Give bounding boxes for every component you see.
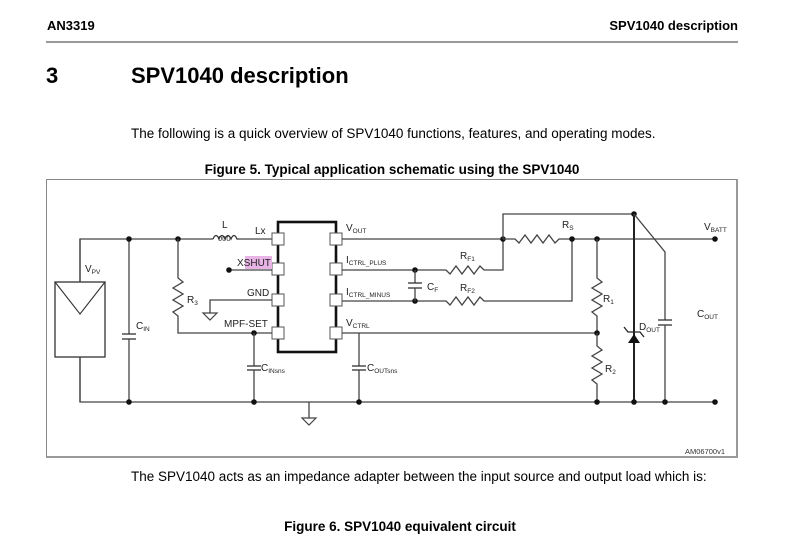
cinsns-capacitor-icon [247, 330, 261, 405]
cf-label: CF [427, 282, 438, 294]
cin-label: CIN [136, 321, 150, 333]
cinsns-label: CINsns [261, 363, 286, 375]
spv1040-ic-body [276, 220, 338, 354]
pin-vout-label: VOUT [346, 223, 366, 235]
rf2-label: RF2 [460, 283, 475, 295]
body-paragraph: The SPV1040 acts as an impedance adapter… [131, 469, 707, 484]
rf1-label: RF1 [460, 251, 475, 263]
r3-resistor-icon [171, 236, 254, 334]
ic-left-pins [271, 232, 285, 340]
rf1-resistor-icon [342, 239, 504, 276]
inductor-label: L [222, 220, 228, 231]
r2-label: R2 [605, 364, 616, 376]
xshut-highlight [245, 256, 272, 269]
rs-resistor-icon [500, 233, 718, 245]
pin-xshut-label: XSHUT [237, 258, 271, 269]
cout-label: COUT [697, 309, 718, 321]
ground-symbol-icon [201, 299, 272, 321]
rs-label: RS [562, 220, 574, 232]
figure-5-frame [46, 179, 738, 458]
bypass-wire [502, 213, 634, 239]
vpv-label: VPV [85, 264, 101, 276]
pin-mpfset-label: MPF-SET [224, 319, 268, 330]
cin-capacitor-icon [122, 236, 136, 405]
section-number: 3 [46, 63, 59, 88]
cout-capacitor-icon [633, 213, 718, 405]
intro-paragraph: The following is a quick overview of SPV… [131, 126, 656, 141]
inductor-icon: 000 [212, 234, 239, 243]
xshut-terminal [226, 267, 232, 273]
pin-ictrl-plus-label: ICTRL_PLUS [346, 255, 387, 267]
coutsns-label: COUTsns [367, 363, 398, 375]
pv-panel-icon [54, 239, 106, 402]
coutsns-capacitor-icon [352, 333, 366, 405]
ground-rail [79, 330, 715, 403]
r1-resistor-icon [590, 239, 604, 333]
header-divider [46, 41, 738, 43]
pin-gnd-label: GND [247, 288, 269, 299]
document-id: AN3319 [47, 18, 95, 33]
vbatt-label: VBATT [704, 222, 727, 234]
pin-ictrl-minus-label: ICTRL_MINUS [346, 287, 391, 299]
cf-capacitor-icon [408, 267, 422, 304]
r2-resistor-icon [590, 333, 604, 405]
dout-label: DOUT [639, 322, 660, 334]
figure-id: AM06700v1 [685, 447, 725, 456]
r1-label: R1 [603, 294, 614, 306]
pin-vctrl-label: VCTRL [346, 318, 370, 330]
svg-text:000: 000 [218, 234, 231, 243]
system-ground-icon [300, 402, 318, 426]
figure-5-caption: Figure 5. Typical application schematic … [204, 162, 580, 177]
running-title: SPV1040 description [609, 18, 738, 33]
dout-zener-diode-icon [623, 214, 645, 405]
pin-lx-label: Lx [255, 226, 266, 237]
section-title: SPV1040 description [131, 63, 349, 88]
r3-label: R3 [187, 295, 198, 307]
rf2-resistor-icon [342, 239, 573, 307]
